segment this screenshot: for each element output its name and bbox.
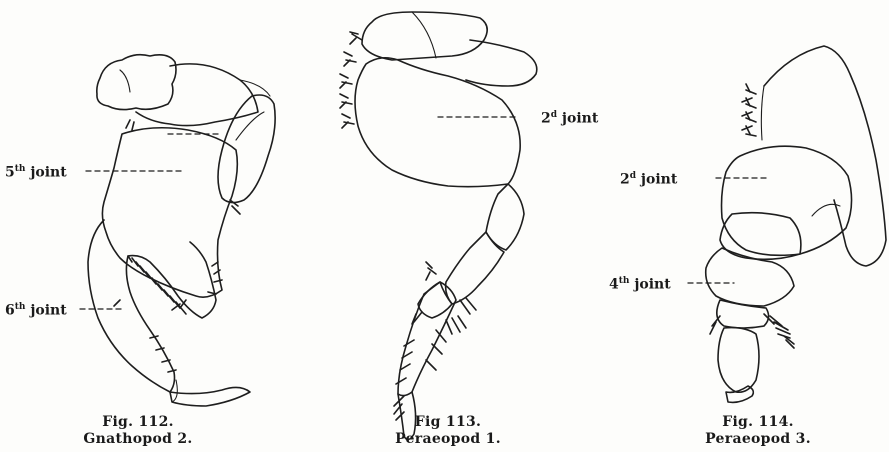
gnathopod-third-segment	[136, 64, 258, 126]
label-sixth-joint: 6th joint	[5, 303, 67, 318]
caption-fig-114: Fig. 114. Peraeopod 3.	[648, 414, 868, 448]
label-peraeopod3-fourth-joint: 4th joint	[609, 277, 671, 292]
fig-112-number: Fig. 112.	[28, 414, 248, 431]
label-peraeopod3-second-joint: 2d joint	[620, 172, 677, 187]
peraeopod1-sixth-joint	[398, 282, 456, 396]
peraeopod-1-drawing	[340, 12, 537, 440]
peraeopod1-setae	[340, 32, 476, 420]
fig-114-name: Peraeopod 3.	[648, 431, 868, 448]
label-fifth-joint: 5th joint	[5, 165, 67, 180]
fig-113-number: Fig 113.	[338, 414, 558, 431]
fig-114-number: Fig. 114.	[648, 414, 868, 431]
gnathopod-setae	[114, 120, 240, 372]
caption-fig-112: Fig. 112. Gnathopod 2.	[28, 414, 248, 448]
fig-113-name: Peraeopod 1.	[338, 431, 558, 448]
peraeopod3-fourth-joint	[706, 248, 794, 306]
gnathopod-sixth-joint	[88, 220, 216, 392]
peraeopod3-fifth-joint	[717, 300, 769, 328]
peraeopod1-second-joint	[355, 58, 520, 187]
fig-112-name: Gnathopod 2.	[28, 431, 248, 448]
gnathopod-dactyl	[170, 387, 250, 406]
peraeopod3-sixth-joint	[718, 328, 759, 393]
label-peraeopod1-second-joint: 2d joint	[541, 111, 598, 126]
gnathopod-side-plate	[218, 95, 275, 203]
caption-fig-113: Fig 113. Peraeopod 1.	[338, 414, 558, 448]
peraeopod-3-drawing	[688, 46, 886, 402]
gnathopod-basal-segment	[97, 55, 176, 110]
gnathopod-2-drawing	[80, 55, 275, 406]
peraeopod3-second-joint	[722, 146, 852, 255]
peraeopod1-coxa	[362, 12, 487, 60]
